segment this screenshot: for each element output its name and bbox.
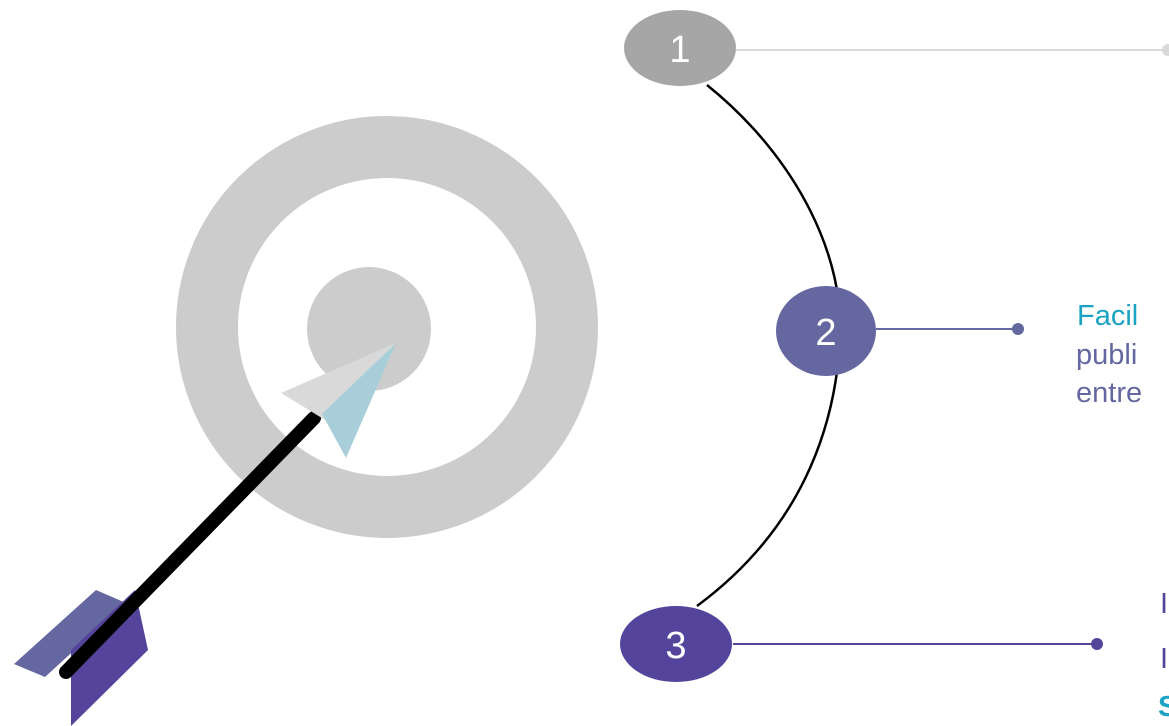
arrow-fletching-front — [71, 590, 148, 726]
step-3-text-line-2: I — [1160, 643, 1169, 675]
target-outer-ring — [176, 116, 598, 538]
step-2-text-line-1: publi — [1076, 339, 1138, 371]
step-1-marker: 1 — [624, 10, 736, 86]
arrow-head-light — [281, 343, 396, 423]
step-3-text-line-1: I — [1160, 588, 1169, 620]
target-icon — [176, 116, 598, 538]
target-bullseye — [307, 267, 431, 391]
step-3-connector — [733, 638, 1103, 650]
step-1-connector — [736, 44, 1169, 56]
arrow-icon — [14, 343, 396, 726]
arrow-fletching-back — [14, 590, 126, 677]
step-3-marker: 3 — [620, 606, 732, 682]
arrow-head-blue — [322, 343, 396, 458]
step-3-text-line-3: S — [1158, 691, 1169, 723]
step-2-text-line-2: entre — [1076, 377, 1143, 409]
step-2-marker: 2 — [776, 286, 876, 376]
arrow-shaft — [59, 411, 321, 679]
step-2-title: Facil — [1077, 300, 1139, 332]
step-3-number: 3 — [665, 625, 686, 667]
step-1-number: 1 — [669, 29, 690, 71]
step-2-number: 2 — [815, 312, 836, 354]
step-2-connector — [876, 323, 1024, 335]
